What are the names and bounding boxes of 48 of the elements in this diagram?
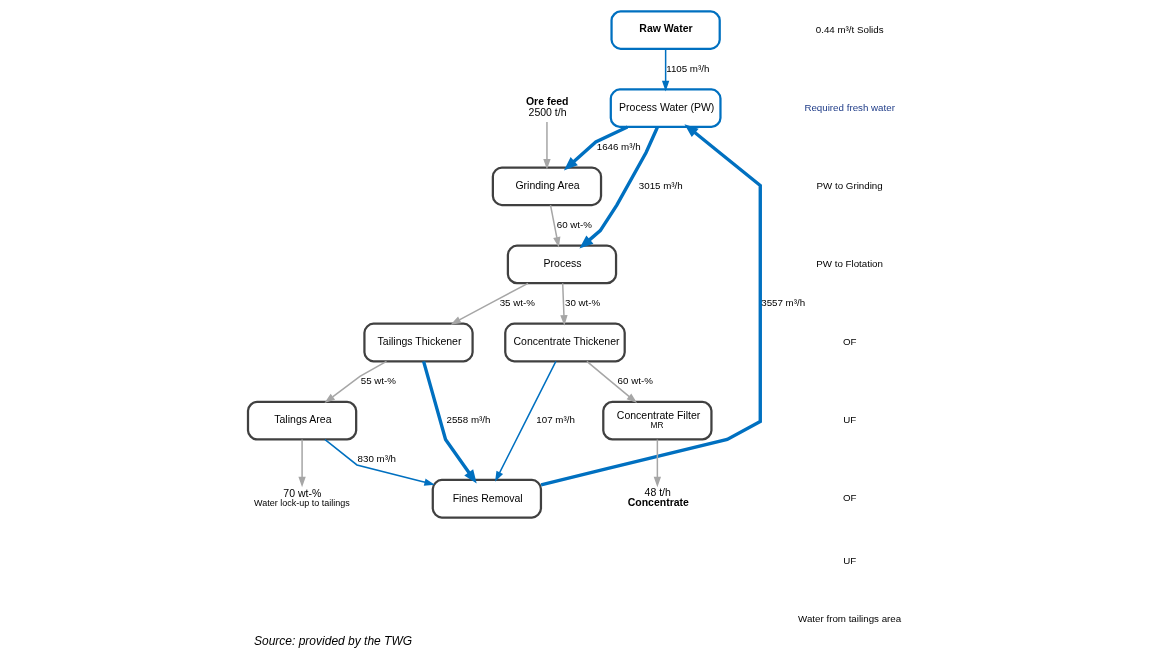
edge-label: 2558 m³/h	[446, 414, 490, 426]
edge-label: 1105 m³/h	[665, 62, 709, 74]
caption: Source: provided by the TWG	[253, 634, 412, 649]
node-box: Concentrate Thickener	[503, 322, 626, 363]
arrow	[661, 48, 669, 92]
label: PW to Flotation	[815, 257, 883, 269]
node-box: Concentrate Filter MR	[601, 400, 713, 441]
node-text: Ore feed 2500 t/h	[525, 95, 569, 118]
node-box: Process Water (PW)	[609, 88, 722, 129]
label: 0.44 m³/t Solids	[815, 23, 884, 35]
edge-label: 35 wt-%	[499, 297, 535, 309]
edge-label: 55 wt-%	[360, 375, 396, 387]
edge-label: 830 m³/h	[357, 453, 396, 465]
edge-label: 107 m³/h	[535, 414, 575, 426]
label: UF	[842, 555, 856, 567]
node-text: 48 t/h Concentrate	[627, 485, 689, 509]
arrow	[653, 438, 661, 488]
node-box: Talings Area	[246, 400, 357, 441]
label: Water from tailings area	[797, 613, 901, 625]
arrow	[540, 124, 762, 487]
arrow	[450, 282, 529, 325]
node-box: Fines Removal	[431, 478, 542, 519]
node-box: Tailings Thickener	[362, 322, 474, 363]
edge-label: 60 wt-%	[617, 375, 653, 387]
arrow	[297, 438, 306, 488]
arrow	[559, 282, 568, 326]
node-box: Raw Water	[609, 10, 721, 50]
node-text: 70 wt-% Water lock-up to tailings	[253, 486, 350, 508]
arrow	[323, 438, 435, 486]
arrow	[585, 360, 637, 404]
node-box: Process	[506, 244, 617, 285]
label: UF	[842, 414, 856, 426]
label: Required fresh water	[803, 101, 895, 113]
arrow	[542, 121, 551, 170]
label: OF	[842, 336, 856, 348]
arrow	[421, 360, 477, 484]
edge-label: 1646 m³/h	[596, 140, 641, 152]
arrow	[578, 126, 659, 249]
node-box: Grinding Area	[491, 166, 602, 207]
label: PW to Grinding	[816, 179, 883, 191]
arrow	[323, 360, 387, 404]
edge-label: 60 wt-%	[556, 218, 592, 230]
arrow	[549, 204, 560, 248]
edge-label: 3015 m³/h	[638, 179, 683, 191]
arrow	[494, 360, 557, 482]
label: OF	[842, 492, 856, 504]
arrow	[563, 125, 628, 171]
edge-label: 30 wt-%	[564, 297, 600, 309]
